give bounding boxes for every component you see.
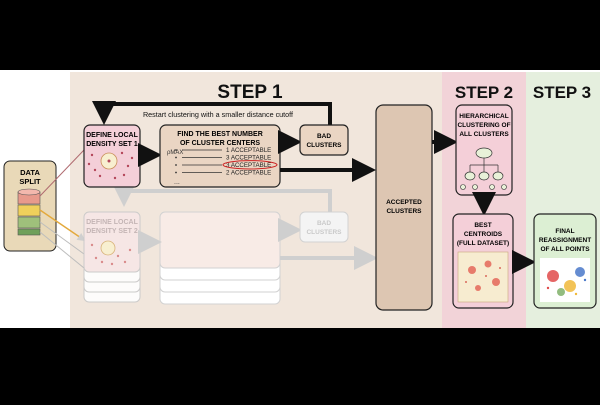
final-reassignment-line3: OF ALL POINTS	[540, 246, 590, 253]
clustered-points-icon	[540, 258, 590, 302]
row-bullet	[175, 171, 177, 174]
best-centroids-line3: (FULL DATASET)	[457, 240, 509, 247]
best-number-stack-2	[159, 211, 281, 305]
highlight-ellipse	[222, 160, 278, 170]
split-connector-3	[39, 221, 85, 255]
step1-heading: STEP 1	[217, 82, 283, 103]
final-reassignment-line1: FINAL	[555, 228, 574, 235]
data-split-label-2: SPLIT	[19, 177, 41, 186]
accepted-clusters-line1: ACCEPTED	[386, 199, 422, 206]
density-scatter-2	[90, 240, 132, 266]
accepted-clusters-box: ACCEPTED CLUSTERS	[375, 104, 433, 311]
best-centroids-box: BEST CENTROIDS (FULL DATASET)	[452, 213, 514, 309]
best-number-line1: FIND THE BEST NUMBER	[177, 131, 263, 138]
define-density-1-box: DEFINE LOCAL DENSITY SET 1	[83, 124, 141, 188]
step3-heading: STEP 3	[533, 83, 591, 102]
rows-ellipsis: ...	[174, 179, 180, 186]
final-reassignment-line2: REASSIGNMENT	[539, 237, 591, 244]
hierarchical-line2: CLUSTERING OF	[457, 122, 510, 129]
final-reassignment-box: FINAL REASSIGNMENT OF ALL POINTS	[533, 213, 597, 309]
bad-clusters-line1: BAD	[317, 133, 331, 140]
acceptable-row-4: 2 ACCEPTABLE	[226, 170, 271, 177]
restart-label: Restart clustering with a smaller distan…	[143, 110, 293, 119]
best-number-box: FIND THE BEST NUMBER OF CLUSTER CENTERS …	[159, 124, 281, 188]
database-stack-icon	[17, 188, 41, 236]
bad-clusters-2-box: BAD CLUSTERS	[299, 211, 349, 243]
hierarchical-box: HIERARCHICAL CLUSTERING OF ALL CLUSTERS	[455, 104, 513, 196]
acceptable-row-1: 1 ACCEPTABLE	[226, 147, 271, 154]
bad-clusters-2-line1: BAD	[317, 220, 331, 227]
centroid-scatter-icon	[457, 251, 509, 303]
row-bullet	[175, 164, 177, 166]
split-connector-1	[39, 149, 85, 197]
best-centroids-line2: CENTROIDS	[464, 231, 503, 238]
define-density-1-line1: DEFINE LOCAL	[86, 132, 138, 139]
define-density-1-line2: DENSITY SET 1	[86, 141, 138, 148]
hierarchical-line3: ALL CLUSTERS	[459, 131, 509, 138]
accepted-clusters-line2: CLUSTERS	[386, 208, 422, 215]
define-density-2-line2: DENSITY SET 2	[86, 228, 138, 235]
row-bullet	[175, 156, 177, 159]
restart-loop-arrow	[92, 101, 332, 125]
best-centroids-line1: BEST	[474, 222, 491, 229]
define-density-2-line1: DEFINE LOCAL	[86, 219, 138, 226]
best-number-line2: OF CLUSTER CENTERS	[180, 140, 260, 147]
rho-max-label: ρMAX	[167, 150, 183, 156]
data-split-label-1: DATA	[20, 168, 40, 177]
acceptable-row-2: 3 ACCEPTABLE	[226, 155, 271, 162]
split-connector-4	[39, 231, 85, 269]
data-split-box: DATA SPLIT	[3, 160, 57, 252]
hierarchical-line1: HIERARCHICAL	[459, 113, 509, 120]
bad-clusters-box: BAD CLUSTERS	[299, 124, 349, 156]
acceptable-row-3: 3 ACCEPTABLE	[226, 162, 271, 169]
set2-stack	[83, 211, 141, 303]
split-connector-2	[39, 209, 86, 242]
row-bullet	[175, 149, 177, 151]
restart-loop-2	[112, 183, 332, 212]
tree-hierarchy-icon	[460, 147, 507, 190]
step2-heading: STEP 2	[455, 83, 513, 102]
bad-clusters-line2: CLUSTERS	[306, 142, 342, 149]
density-scatter-1	[87, 151, 134, 180]
bad-clusters-2-line2: CLUSTERS	[306, 229, 342, 236]
